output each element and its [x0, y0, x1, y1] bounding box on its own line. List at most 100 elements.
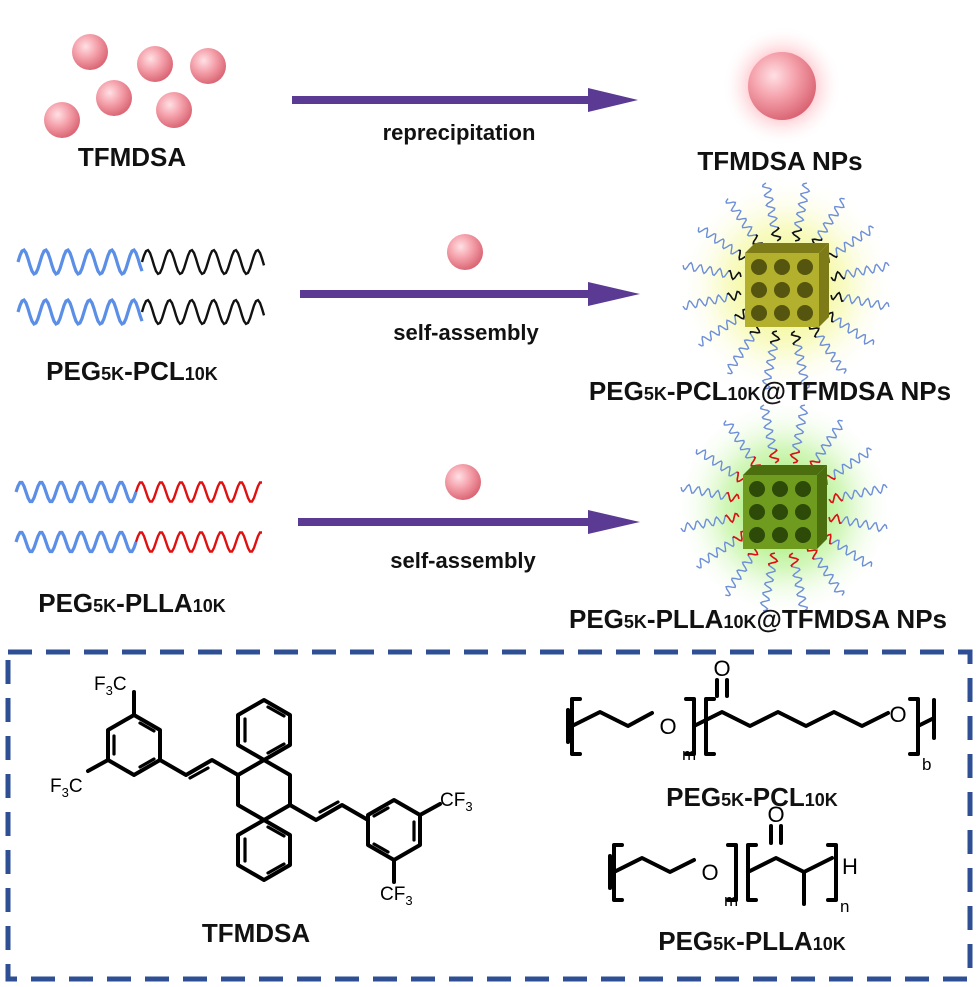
tfmdsa-loaded-dot — [772, 504, 788, 520]
tfmdsa-loaded-dot — [774, 282, 790, 298]
f3c-bottom-label: F3C — [50, 776, 83, 800]
pcl-ether-o-1: O — [659, 714, 676, 739]
plla-end-h: H — [842, 854, 858, 879]
core-block-chain — [788, 552, 800, 568]
tfmdsa-loaded-dot — [772, 481, 788, 497]
peg-block-chain — [14, 480, 138, 504]
pcl-block-chain — [140, 248, 266, 276]
core-block-chain — [724, 512, 740, 524]
core-block-chain — [769, 330, 781, 344]
arrow-reprecipitation — [292, 88, 638, 112]
tfmdsa-loaded-dot — [749, 504, 765, 520]
plla-ether-o: O — [701, 860, 718, 885]
core-block-chain — [734, 308, 749, 320]
pcl-carbonyl-o: O — [713, 656, 730, 681]
core-block-chain — [726, 290, 742, 302]
tfmdsa-loaded-dot — [751, 305, 767, 321]
core-block-chain — [789, 450, 801, 464]
cube-top — [743, 465, 827, 475]
tfmdsa-loaded-dot — [751, 259, 767, 275]
tfmdsa-loaded-dot — [797, 305, 813, 321]
core-block-chain — [767, 552, 779, 566]
cube-top — [745, 243, 829, 253]
core-block-chain — [728, 269, 742, 281]
peg-pcl-tfmdsa-nanoparticle — [676, 176, 896, 396]
tfmdsa-bead — [447, 234, 483, 270]
plla-block-chain — [134, 481, 262, 503]
core-block-chain — [790, 330, 802, 346]
peg-pcl-structure: O O O m b PEG5K-PCL10K — [566, 656, 936, 812]
plla-carbonyl-o: O — [767, 802, 784, 827]
peg-block-chain — [14, 530, 138, 554]
left-label-peg-pcl: PEG5K-PCL10K — [46, 356, 218, 386]
tfmdsa-bead — [96, 80, 132, 116]
right-label-peg-plla-tfmdsa-nps: PEG5K-PLLA10K@TFMDSA NPs — [569, 604, 947, 634]
core-block-chain — [806, 545, 818, 560]
peg-block-chain — [16, 298, 144, 326]
core-block-chain — [828, 492, 844, 504]
structures-frame — [5, 649, 973, 982]
cf3-top-label: CF3 — [440, 790, 473, 814]
tfmdsa-loaded-dot — [749, 481, 765, 497]
f3c-top-label: F3C — [94, 674, 127, 698]
peg-block-chain — [16, 248, 144, 276]
arrow-label-self-assembly: self-assembly — [390, 548, 536, 573]
tfmdsa-loaded-dot — [795, 481, 811, 497]
pcl-subscript-m: m — [682, 745, 696, 764]
arrow-self-assembly-plla — [298, 510, 640, 534]
core-block-chain — [726, 491, 740, 503]
cube-side — [819, 243, 829, 327]
core-block-chain — [830, 270, 846, 282]
core-block-chain — [768, 448, 780, 464]
arrow-label-reprecipitation: reprecipitation — [383, 120, 536, 145]
core-block-chain — [828, 513, 842, 525]
tfmdsa-loaded-dot — [772, 527, 788, 543]
tfmdsa-loaded-dot — [751, 282, 767, 298]
peg-plla-tfmdsa-nanoparticle — [674, 398, 894, 618]
plla-subscript-m: m — [724, 891, 738, 910]
tfmdsa-nanoparticle — [722, 26, 842, 146]
core-block-chain — [732, 530, 747, 542]
right-label-peg-pcl-tfmdsa-nps: PEG5K-PCL10K@TFMDSA NPs — [589, 376, 951, 406]
left-label-peg-plla: PEG5K-PLLA10K — [38, 588, 226, 618]
tfmdsa-structure-name: TFMDSA — [202, 918, 311, 948]
plla-block-chain — [134, 531, 262, 553]
pcl-subscript-b: b — [922, 755, 931, 774]
peg-pcl-polymer-chains — [16, 248, 266, 326]
peg-plla-structure-name: PEG5K-PLLA10K — [658, 926, 846, 956]
pcl-ether-o-2: O — [889, 702, 906, 727]
tfmdsa-bead — [156, 92, 192, 128]
core-block-chain — [791, 228, 803, 242]
row-pcl-self-assembly: PEG5K-PCL10K self-assembly PEG5K-PCL10K@… — [16, 176, 951, 406]
row-reprecipitation: TFMDSA reprecipitation TFMDSA NPs — [44, 26, 863, 176]
peg-plla-structure: O O H m n PEG5K-PLLA10K — [608, 802, 858, 956]
tfmdsa-loaded-dot — [797, 282, 813, 298]
arrow-self-assembly-pcl — [300, 282, 640, 306]
peg-pcl-structure-name: PEG5K-PCL10K — [666, 782, 838, 812]
row-plla-self-assembly: PEG5K-PLLA10K self-assembly PEG5K-PLLA10… — [14, 398, 947, 634]
tfmdsa-bead — [445, 464, 481, 500]
tfmdsa-bead — [137, 46, 173, 82]
core-block-chain — [830, 291, 844, 303]
tfmdsa-loaded-dot — [749, 527, 765, 543]
tfmdsa-loaded-dot — [795, 527, 811, 543]
tfmdsa-structure: F3C F3C CF3 CF3 TFMDSA — [50, 674, 473, 948]
tfmdsa-loaded-dot — [774, 305, 790, 321]
pcl-block-chain — [140, 298, 266, 326]
cf3-bottom-label: CF3 — [380, 884, 413, 908]
cube-side — [817, 465, 827, 549]
peg-plla-polymer-chains — [14, 480, 262, 554]
tfmdsa-bead — [190, 48, 226, 84]
core-block-chain — [808, 323, 820, 338]
core-block-chain — [770, 226, 782, 242]
left-label-tfmdsa: TFMDSA — [78, 142, 187, 172]
tfmdsa-loaded-dot — [774, 259, 790, 275]
tfmdsa-bead — [72, 34, 108, 70]
tfmdsa-loaded-dot — [797, 259, 813, 275]
arrow-label-self-assembly: self-assembly — [393, 320, 539, 345]
plla-subscript-n: n — [840, 897, 849, 916]
tfmdsa-molecule-cluster — [44, 34, 226, 138]
right-label-tfmdsa-nps: TFMDSA NPs — [697, 146, 862, 176]
tfmdsa-bead — [44, 102, 80, 138]
